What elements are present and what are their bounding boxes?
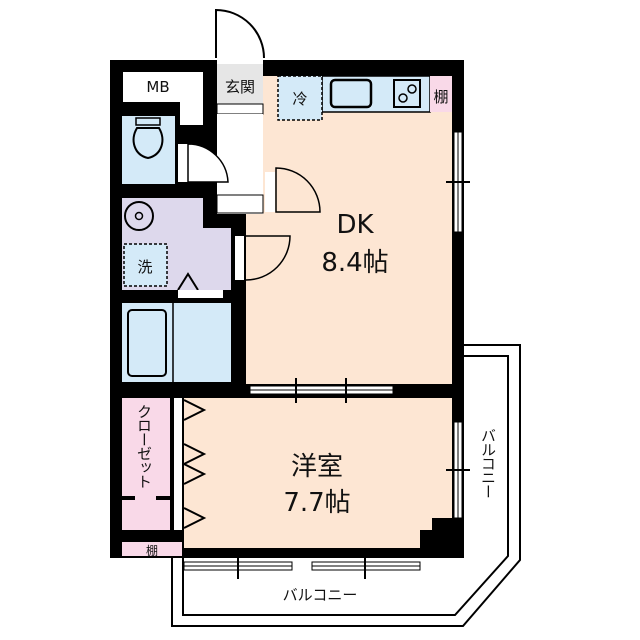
closet — [122, 398, 170, 530]
western-room-size: 7.7帖 — [283, 488, 351, 518]
entrance-area — [217, 64, 263, 104]
kitchen-shelf-label: 棚 — [433, 88, 449, 106]
kitchen-shelf — [430, 76, 452, 112]
fridge-icon — [277, 75, 323, 121]
fridge-label: 冷 — [292, 90, 308, 108]
stove-icon — [398, 93, 408, 103]
entrance-door — [215, 8, 265, 59]
sink-icon — [124, 201, 154, 231]
entrance-label: 玄関 — [224, 78, 255, 96]
closet-folding-doors — [181, 399, 207, 529]
washer-label: 洗 — [137, 258, 153, 276]
bathroom — [122, 303, 231, 382]
western-room-floor — [184, 398, 452, 548]
bedroom-shelf-label: 棚 — [145, 544, 158, 558]
bathtub-icon — [127, 309, 167, 377]
balcony-outline — [171, 344, 521, 627]
closet-label: クローゼット — [135, 404, 153, 488]
western-room-name: 洋室 — [290, 452, 343, 482]
mb-label: MB — [146, 78, 170, 96]
toilet-icon — [132, 127, 164, 160]
balcony-right-label: バルコニー — [479, 428, 497, 498]
dk-room-size: 8.4帖 — [321, 248, 389, 278]
dk-room-name: DK — [336, 210, 374, 240]
balcony-bottom-label: バルコニー — [282, 586, 358, 604]
bedroom-shelf — [122, 542, 182, 556]
kitchen-sink-icon — [329, 78, 373, 109]
mb-area — [123, 72, 203, 102]
washer-icon — [123, 243, 168, 287]
